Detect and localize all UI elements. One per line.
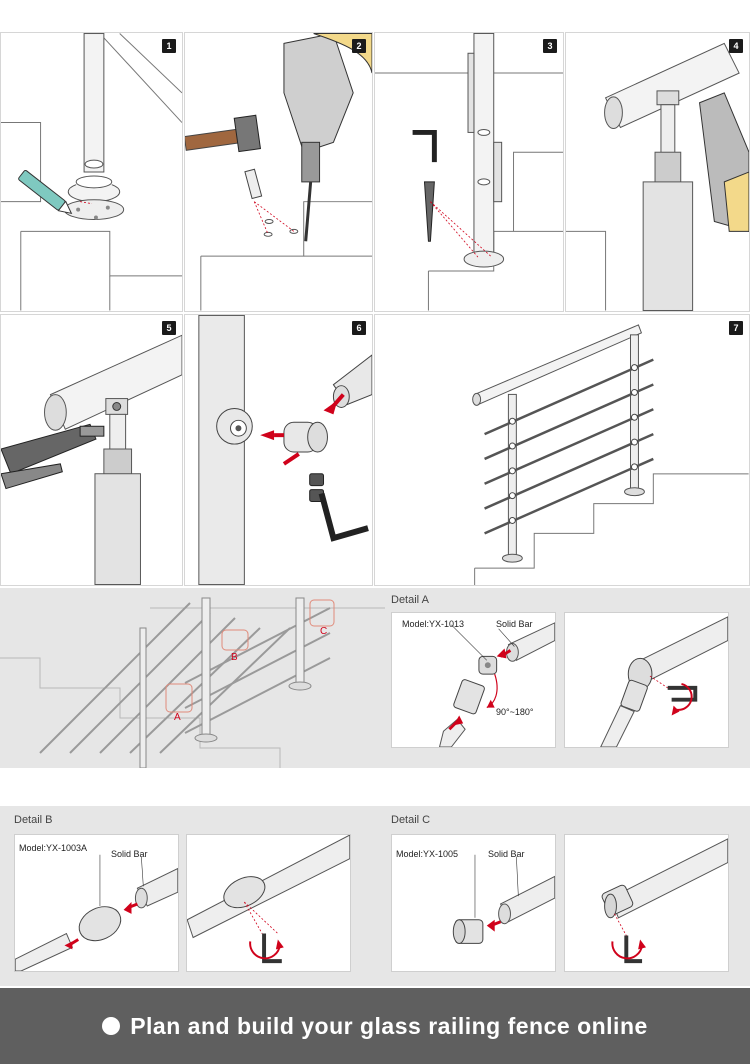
step-1-panel: 1 xyxy=(0,32,183,312)
step-2-illustration xyxy=(185,33,372,311)
step-7-illustration xyxy=(472,324,749,585)
footer-text: Plan and build your glass railing fence … xyxy=(130,1012,648,1039)
step-5-illustration xyxy=(1,334,182,585)
detail-a-part-label: Solid Bar xyxy=(496,619,533,629)
detail-b-model-label: Model:YX-1003A xyxy=(19,843,88,853)
detail-a-assembled-view xyxy=(564,612,729,748)
footer-banner: Plan and build your glass railing fence … xyxy=(0,988,750,1064)
detail-a-assembled-illustration xyxy=(600,616,728,747)
railing-overview-illustration xyxy=(0,597,385,768)
step-3-panel: 3 xyxy=(374,32,564,312)
step-number: 2 xyxy=(352,39,366,53)
detail-c-assembled-illustration xyxy=(601,838,728,964)
step-number: 5 xyxy=(162,321,176,335)
detail-a-title: Detail A xyxy=(391,594,429,606)
detail-band-a: A B C Detail A Model:YX-1013 Solid Bar 9… xyxy=(0,588,750,768)
detail-b-title: Detail B xyxy=(14,814,53,826)
detail-c-model-label: Model:YX-1005 xyxy=(396,849,459,859)
detail-a-angle-label: 90°~180° xyxy=(496,707,534,717)
step-7-panel: 7 xyxy=(374,314,750,586)
detail-b-assembled-view xyxy=(186,834,351,972)
detail-c-exploded-illustration xyxy=(452,854,555,944)
step-number: 7 xyxy=(729,321,743,335)
detail-b-exploded-illustration xyxy=(15,854,178,971)
detail-a-exploded-view: Model:YX-1013 Solid Bar 90°~180° xyxy=(391,612,556,748)
detail-b-exploded-view: Model:YX-1003A Solid Bar xyxy=(14,834,179,972)
step-6-illustration xyxy=(198,315,372,585)
step-number: 4 xyxy=(729,39,743,53)
detail-a-exploded-illustration xyxy=(438,622,555,747)
step-number: 1 xyxy=(162,39,176,53)
step-number: 6 xyxy=(352,321,366,335)
detail-b-assembled-illustration xyxy=(187,835,350,964)
detail-a-model-label: Model:YX-1013 xyxy=(402,619,465,629)
step-6-panel: 6 xyxy=(184,314,373,586)
step-3-illustration xyxy=(375,33,563,311)
step-1-illustration xyxy=(1,33,182,311)
step-2-panel: 2 xyxy=(184,32,373,312)
detail-c-part-label: Solid Bar xyxy=(488,849,525,859)
detail-b-part-label: Solid Bar xyxy=(111,849,148,859)
callout-b-label: B xyxy=(231,652,238,663)
step-5-panel: 5 xyxy=(0,314,183,586)
detail-c-title: Detail C xyxy=(391,814,431,826)
callout-a-label: A xyxy=(174,712,181,723)
detail-c-assembled-view xyxy=(564,834,729,972)
detail-band-bc: Detail B Model:YX-1003A Solid Bar Deta xyxy=(0,806,750,986)
detail-c-exploded-view: Model:YX-1005 Solid Bar xyxy=(391,834,556,972)
step-4-illustration xyxy=(566,42,749,311)
bullet-icon xyxy=(102,1017,121,1035)
step-number: 3 xyxy=(543,39,557,53)
callout-c-label: C xyxy=(320,626,328,637)
step-4-panel: 4 xyxy=(565,32,750,312)
